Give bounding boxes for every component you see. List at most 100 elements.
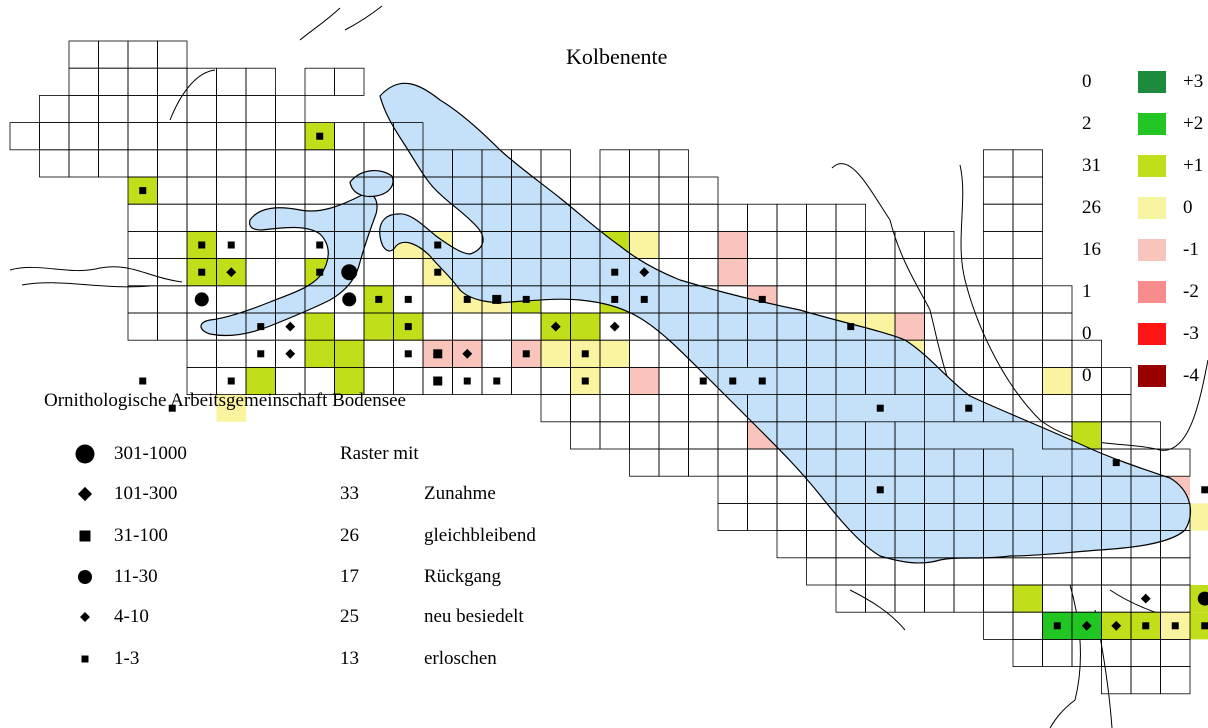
diamond-marker <box>639 267 650 278</box>
lakes <box>200 82 1192 564</box>
grid-cell <box>747 475 778 504</box>
grid-cell <box>157 312 188 341</box>
grid-cell <box>1101 557 1132 586</box>
grid-cell <box>127 67 158 96</box>
grid-cell <box>1042 339 1073 368</box>
grid-cell <box>1012 176 1043 205</box>
grid-cell <box>1101 366 1132 395</box>
square-marker <box>699 377 707 385</box>
grid-cell <box>747 502 778 531</box>
grid-cell <box>894 230 925 259</box>
grid-cell <box>9 122 40 151</box>
grid-cell <box>393 176 424 205</box>
grid-cell <box>629 448 660 477</box>
size-legend-row: 1-3 <box>70 648 320 670</box>
grid-cell <box>127 312 158 341</box>
grid-cell <box>894 285 925 314</box>
diamond-marker <box>285 348 296 359</box>
change-cell <box>246 367 276 395</box>
grid-cell <box>39 122 70 151</box>
grid-cell <box>983 149 1014 178</box>
grid-cell <box>835 203 866 232</box>
grid-cell <box>186 203 217 232</box>
square-marker <box>139 377 147 385</box>
change-count: 0 <box>1082 323 1092 344</box>
change-cell <box>305 313 335 341</box>
grid-cell <box>216 149 247 178</box>
grid-cell <box>481 312 512 341</box>
circle-marker <box>194 292 209 307</box>
size-legend-label: 31-100 <box>114 525 168 546</box>
grid-cell <box>629 339 660 368</box>
change-count: 0 <box>1082 71 1092 92</box>
grid-cell <box>835 584 866 613</box>
square-marker <box>758 295 766 303</box>
grid-cell <box>275 149 306 178</box>
square-marker <box>611 268 619 276</box>
grid-cell <box>599 203 630 232</box>
grid-cell <box>157 40 188 69</box>
change-count: 1 <box>1082 281 1092 302</box>
grid-cell <box>39 149 70 178</box>
grid-cell <box>245 67 276 96</box>
grid-cell <box>924 584 955 613</box>
grid-cell <box>422 203 453 232</box>
size-legend-row: 301-1000 <box>70 443 320 465</box>
grid-cell <box>127 149 158 178</box>
grid-cell <box>98 67 129 96</box>
change-cell <box>1190 503 1208 531</box>
grid-cell <box>245 176 276 205</box>
grid-cell <box>747 448 778 477</box>
grid-cell <box>953 339 984 368</box>
grid-cell <box>393 258 424 287</box>
change-cell <box>629 231 659 259</box>
grid-cell <box>186 122 217 151</box>
grid-cell <box>511 366 542 395</box>
grid-cell <box>127 40 158 69</box>
size-legend-label: 11-30 <box>114 566 158 587</box>
size-legend-label: 1-3 <box>114 648 140 669</box>
grid-cell <box>1042 394 1073 423</box>
grid-cell <box>334 122 365 151</box>
square-marker <box>257 323 265 331</box>
grid-cell <box>127 230 158 259</box>
diamond-marker <box>609 321 620 332</box>
square-marker <box>316 268 324 276</box>
grid-cell <box>275 258 306 287</box>
grid-cell <box>570 394 601 423</box>
grid-cell <box>776 475 807 504</box>
square-marker <box>433 376 443 386</box>
size-legend-row: 11-30 <box>70 566 320 588</box>
change-label: +3 <box>1183 71 1204 92</box>
grid-cell <box>658 366 689 395</box>
grid-cell <box>629 421 660 450</box>
grid-cell <box>157 258 188 287</box>
grid-cell <box>1160 584 1191 613</box>
raster-label: Zunahme <box>424 483 496 504</box>
raster-count: 33 <box>340 483 359 504</box>
square-marker <box>404 295 412 303</box>
grid-cell <box>422 285 453 314</box>
change-label: -4 <box>1183 365 1199 386</box>
grid-cell <box>806 557 837 586</box>
grid-cell <box>983 285 1014 314</box>
grid-cell <box>599 176 630 205</box>
grid-cell <box>1160 666 1191 695</box>
grid-cell <box>1042 639 1073 668</box>
grid-cell <box>68 122 99 151</box>
grid-cell <box>186 67 217 96</box>
grid-cell <box>68 149 99 178</box>
grid-cell <box>98 149 129 178</box>
square-marker <box>1053 622 1061 630</box>
grid-cell <box>629 203 660 232</box>
raster-count: 26 <box>340 525 359 546</box>
square-marker <box>581 377 589 385</box>
grid-cell <box>186 339 217 368</box>
grid-cell <box>1042 285 1073 314</box>
change-cell <box>216 394 246 422</box>
grid-cell <box>304 67 335 96</box>
grid-cell <box>953 312 984 341</box>
grid-cell <box>334 312 365 341</box>
square-marker <box>581 350 589 358</box>
grid-cell <box>540 394 571 423</box>
